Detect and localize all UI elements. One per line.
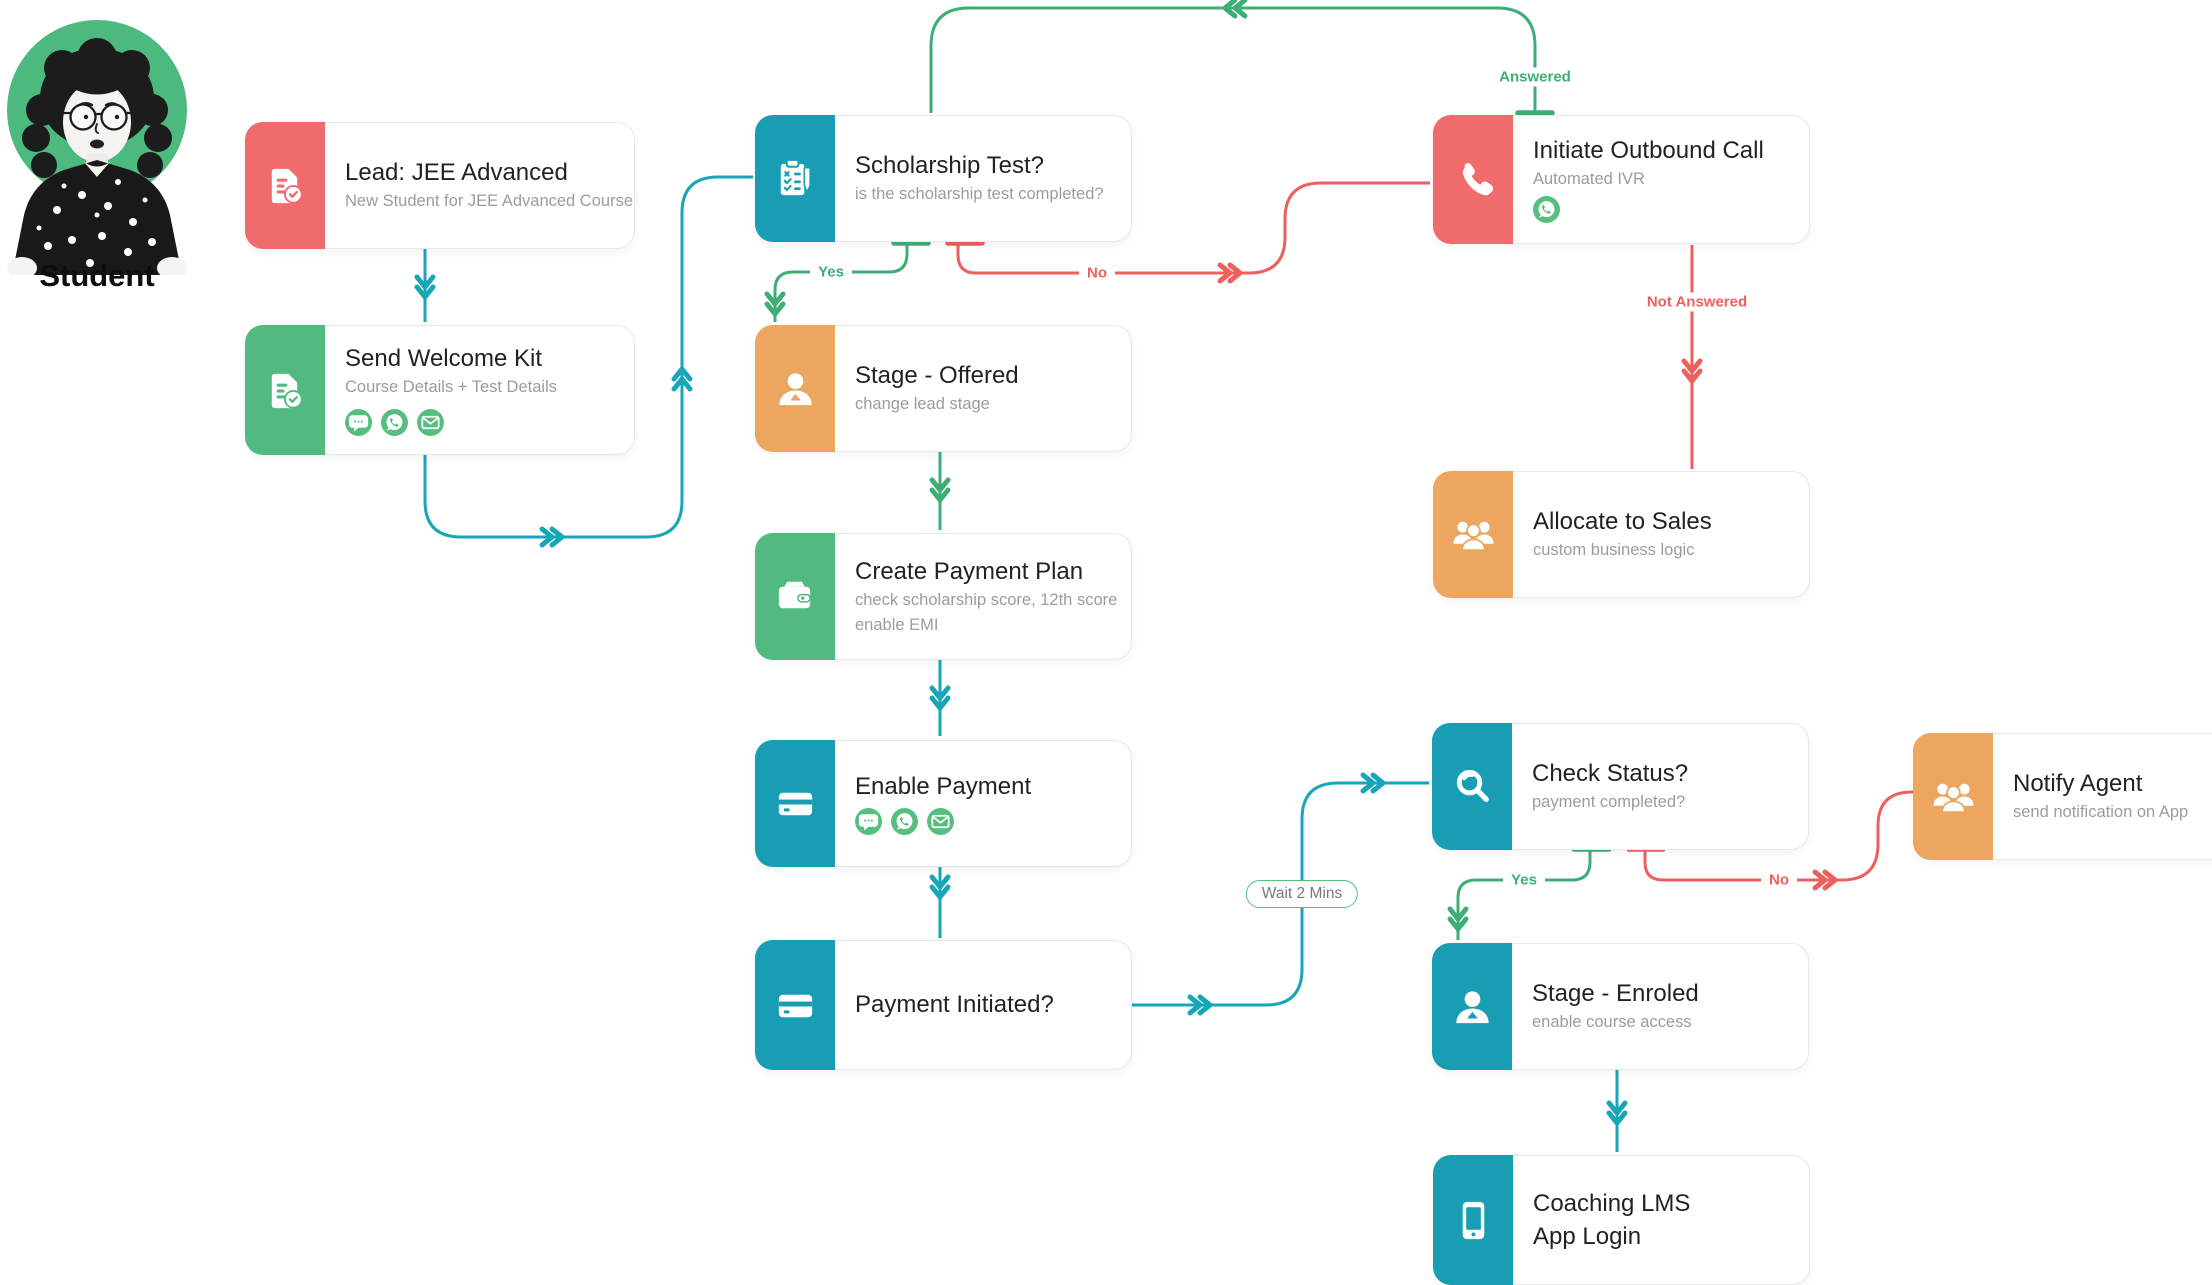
search-icon bbox=[1432, 723, 1512, 850]
team-icon bbox=[1913, 733, 1993, 860]
node-subtitle: change lead stage bbox=[855, 395, 990, 414]
node-title: Notify Agent bbox=[2013, 770, 2143, 798]
node-subtitle: is the scholarship test completed? bbox=[855, 185, 1104, 204]
node-title: Stage - Offered bbox=[855, 362, 1019, 390]
chat-icon bbox=[855, 808, 882, 835]
edge-label-no-status: No bbox=[1761, 870, 1797, 890]
node-stage-enroled[interactable]: Stage - Enroled enable course access bbox=[1432, 943, 1809, 1070]
edge-label-answered: Answered bbox=[1491, 67, 1579, 87]
edge-label-not-answered: Not Answered bbox=[1638, 292, 1756, 312]
node-scholarship-test[interactable]: Scholarship Test? is the scholarship tes… bbox=[755, 115, 1132, 242]
actor-label: Student bbox=[39, 258, 155, 293]
node-subtitle: New Student for JEE Advanced Course bbox=[345, 192, 633, 211]
node-subtitle: check scholarship score, 12th score bbox=[855, 591, 1118, 610]
node-initiate-outbound-call[interactable]: Initiate Outbound Call Automated IVR bbox=[1433, 115, 1810, 244]
channel-badges bbox=[855, 808, 1031, 835]
email-icon bbox=[927, 808, 954, 835]
red-edges bbox=[956, 181, 1916, 882]
node-title: Check Status? bbox=[1532, 760, 1689, 788]
node-subtitle: custom business logic bbox=[1533, 541, 1695, 560]
node-lead-jee-advanced[interactable]: Lead: JEE Advanced New Student for JEE A… bbox=[245, 122, 635, 249]
whatsapp-icon bbox=[1533, 196, 1560, 224]
whatsapp-icon bbox=[381, 408, 408, 436]
node-title: Payment Initiated? bbox=[855, 991, 1054, 1018]
node-subtitle: Course Details + Test Details bbox=[345, 378, 557, 397]
node-title: Enable Payment bbox=[855, 773, 1032, 800]
person-icon bbox=[755, 325, 835, 452]
edge-label-yes-scholarship: Yes bbox=[810, 262, 852, 282]
node-title: Coaching LMS bbox=[1533, 1189, 1691, 1217]
credit-card-icon bbox=[755, 940, 835, 1070]
node-title: Stage - Enroled bbox=[1532, 980, 1699, 1008]
node-check-status[interactable]: Check Status? payment completed? bbox=[1432, 723, 1809, 850]
node-title-line2: App Login bbox=[1533, 1222, 1642, 1250]
wallet-icon bbox=[755, 533, 835, 660]
phone-icon bbox=[1433, 115, 1513, 244]
student-avatar bbox=[7, 20, 187, 275]
node-allocate-to-sales[interactable]: Allocate to Sales custom business logic bbox=[1433, 471, 1810, 598]
clipboard-checklist-icon bbox=[755, 115, 835, 242]
node-enable-payment[interactable]: Enable Payment bbox=[755, 740, 1132, 867]
node-subtitle: send notification on App bbox=[2013, 803, 2189, 822]
node-subtitle: Automated IVR bbox=[1533, 169, 1645, 188]
credit-card-icon bbox=[755, 740, 835, 867]
node-subtitle: enable course access bbox=[1532, 1013, 1692, 1032]
document-check-icon bbox=[245, 325, 325, 455]
node-title: Allocate to Sales bbox=[1533, 508, 1712, 536]
person-icon bbox=[1432, 943, 1512, 1070]
whatsapp-icon bbox=[891, 808, 918, 835]
node-subtitle-line2: enable EMI bbox=[855, 615, 939, 634]
chat-icon bbox=[345, 408, 372, 436]
channel-badges bbox=[1533, 196, 1764, 224]
node-send-welcome-kit[interactable]: Send Welcome Kit Course Details + Test D… bbox=[245, 325, 635, 455]
email-icon bbox=[417, 408, 444, 436]
node-create-payment-plan[interactable]: Create Payment Plan check scholarship sc… bbox=[755, 533, 1132, 660]
node-coaching-lms-app-login[interactable]: Coaching LMS App Login bbox=[1433, 1155, 1810, 1285]
node-subtitle: payment completed? bbox=[1532, 793, 1686, 812]
node-notify-agent[interactable]: Notify Agent send notification on App bbox=[1913, 733, 2212, 860]
channel-badges bbox=[345, 408, 557, 436]
document-check-icon bbox=[245, 122, 325, 249]
node-title: Initiate Outbound Call bbox=[1533, 136, 1764, 164]
node-payment-initiated[interactable]: Payment Initiated? bbox=[755, 940, 1132, 1070]
team-icon bbox=[1433, 471, 1513, 598]
node-stage-offered[interactable]: Stage - Offered change lead stage bbox=[755, 325, 1132, 452]
node-title: Send Welcome Kit bbox=[345, 345, 542, 373]
wait-timer-badge: Wait 2 Mins bbox=[1245, 880, 1359, 908]
edge-label-no-scholarship: No bbox=[1079, 263, 1115, 283]
mobile-icon bbox=[1433, 1155, 1513, 1285]
node-title: Scholarship Test? bbox=[855, 152, 1044, 180]
node-title: Create Payment Plan bbox=[855, 558, 1084, 586]
edge-label-yes-status: Yes bbox=[1503, 870, 1545, 890]
node-title: Lead: JEE Advanced bbox=[345, 159, 568, 187]
